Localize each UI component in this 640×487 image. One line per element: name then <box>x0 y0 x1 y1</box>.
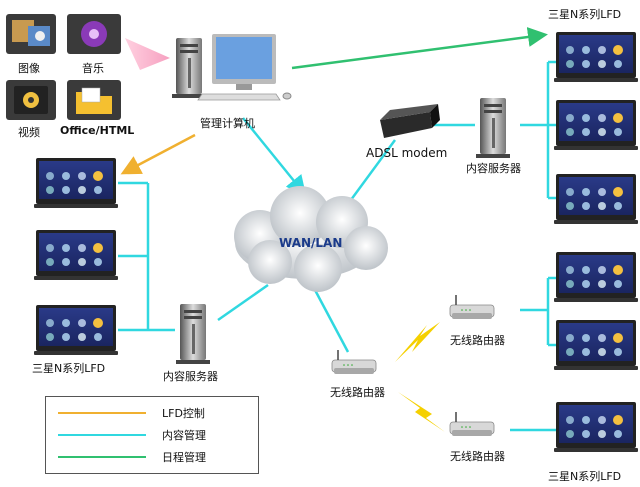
lfd-display <box>34 158 118 208</box>
video-label: 视频 <box>18 126 40 139</box>
lfd-display <box>34 230 118 280</box>
server-right <box>476 98 510 158</box>
adsl-label: ADSL modem <box>366 146 448 160</box>
wireless-bolt-upper <box>395 322 440 362</box>
content-lines <box>118 60 556 432</box>
lfd-display <box>554 252 638 302</box>
wan-lan-cloud <box>234 186 388 292</box>
legend-label-content: 内容管理 <box>162 429 206 442</box>
lfd-bottom-right-label: 三星N系列LFD <box>548 470 622 483</box>
wireless-bolt-lower <box>398 392 445 432</box>
lfd-display <box>554 402 638 452</box>
router-lower-label: 无线路由器 <box>450 450 505 463</box>
music-label: 音乐 <box>82 62 104 75</box>
legend-item-control: LFD控制 <box>46 404 258 422</box>
media-flow-arrow <box>125 38 170 70</box>
router-upper-label: 无线路由器 <box>450 334 505 347</box>
server-left <box>176 304 210 364</box>
lfd-display <box>554 100 638 150</box>
cloud-label: WAN/LAN <box>279 236 343 250</box>
mgmt-pc-label: 管理计算机 <box>200 117 255 130</box>
image-label: 图像 <box>18 62 40 75</box>
server-right-label: 内容服务器 <box>466 162 521 175</box>
router-upper <box>449 294 495 320</box>
office-html-icon <box>67 80 121 120</box>
management-pc <box>172 34 292 101</box>
office-html-label: Office/HTML <box>60 124 135 137</box>
router-lower <box>449 411 495 437</box>
lfd-display <box>554 32 638 82</box>
router-center <box>331 349 377 375</box>
lfd-display <box>554 320 638 370</box>
lfd-display <box>34 305 118 355</box>
legend-swatch-schedule <box>58 456 146 458</box>
video-icon <box>6 80 56 120</box>
image-icon <box>6 14 56 54</box>
legend-label-control: LFD控制 <box>162 407 205 420</box>
router-center-label: 无线路由器 <box>330 386 385 399</box>
legend-label-schedule: 日程管理 <box>162 451 206 464</box>
lfd-display <box>554 174 638 224</box>
legend: LFD控制 内容管理 日程管理 <box>45 396 259 474</box>
legend-swatch-content <box>58 434 146 436</box>
schedule-line <box>291 27 548 70</box>
adsl-modem <box>380 104 440 138</box>
control-line <box>120 133 196 175</box>
lfd-left-label: 三星N系列LFD <box>32 362 106 375</box>
server-left-label: 内容服务器 <box>163 370 218 383</box>
music-icon <box>67 14 121 54</box>
lfd-top-right-label: 三星N系列LFD <box>548 8 622 21</box>
legend-item-content: 内容管理 <box>46 426 258 444</box>
legend-swatch-control <box>58 412 146 414</box>
legend-item-schedule: 日程管理 <box>46 448 258 466</box>
